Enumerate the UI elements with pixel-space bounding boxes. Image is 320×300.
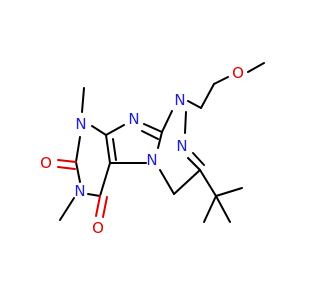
atom-o-methoxy: O bbox=[232, 64, 244, 82]
bond-c8a-c4a-b bbox=[112, 138, 117, 161]
atom-n6: N bbox=[74, 182, 85, 200]
bond-n9-c8a bbox=[105, 124, 125, 136]
bond-c5-o3-b bbox=[102, 196, 108, 218]
bond-n6-c5 bbox=[87, 193, 101, 197]
atom-labels: N N N N N N O O O bbox=[40, 64, 244, 237]
bond-cq-me2 bbox=[215, 195, 231, 223]
bond-n6-ch3 bbox=[59, 197, 75, 221]
bond-n1-ch2a bbox=[187, 100, 202, 109]
atom-o-carbonyl-5: O bbox=[92, 219, 104, 237]
bond-n1-c9a bbox=[161, 110, 173, 133]
atom-n8: N bbox=[75, 115, 86, 133]
bond-o1-ch3 bbox=[247, 62, 265, 73]
bond-n2-c3-b bbox=[192, 152, 205, 166]
atom-n2: N bbox=[176, 137, 187, 155]
bond-c4-n5 bbox=[159, 169, 175, 195]
bond-c3-cq bbox=[199, 169, 217, 197]
bond-ch2b-o1 bbox=[213, 76, 229, 85]
bonds bbox=[57, 62, 265, 223]
bond-c5-c4a bbox=[99, 162, 111, 197]
atom-n9: N bbox=[128, 110, 139, 128]
atom-o-carbonyl-7: O bbox=[40, 154, 52, 172]
bond-n2-c3-a bbox=[187, 157, 201, 171]
bond-c7-o2-b bbox=[57, 166, 76, 170]
bond-ch2a-ch2b bbox=[200, 83, 215, 109]
atom-n1: N bbox=[174, 91, 185, 109]
bond-c7-o2-a bbox=[57, 159, 77, 163]
atom-n5: N bbox=[146, 151, 157, 169]
bond-c7-n6 bbox=[75, 161, 81, 183]
bond-c3-c4 bbox=[173, 169, 201, 195]
bond-c9a-n9-a bbox=[143, 123, 163, 133]
bond-n5-c9a bbox=[157, 131, 163, 149]
bond-c9a-n9-b bbox=[141, 130, 159, 140]
bond-cq-me1 bbox=[215, 187, 243, 197]
bond-n8-c7 bbox=[75, 136, 81, 163]
molecule-structure-diagram: N N N N N N O O O bbox=[40, 62, 265, 237]
bond-cq-me3 bbox=[203, 195, 217, 223]
bond-c8a-n8 bbox=[91, 125, 107, 136]
bond-c5-o3-a bbox=[95, 195, 101, 217]
bond-n8-ch3 bbox=[81, 87, 85, 113]
bond-c8a-c4a-a bbox=[105, 134, 111, 164]
bond-n1-n2 bbox=[184, 111, 187, 134]
